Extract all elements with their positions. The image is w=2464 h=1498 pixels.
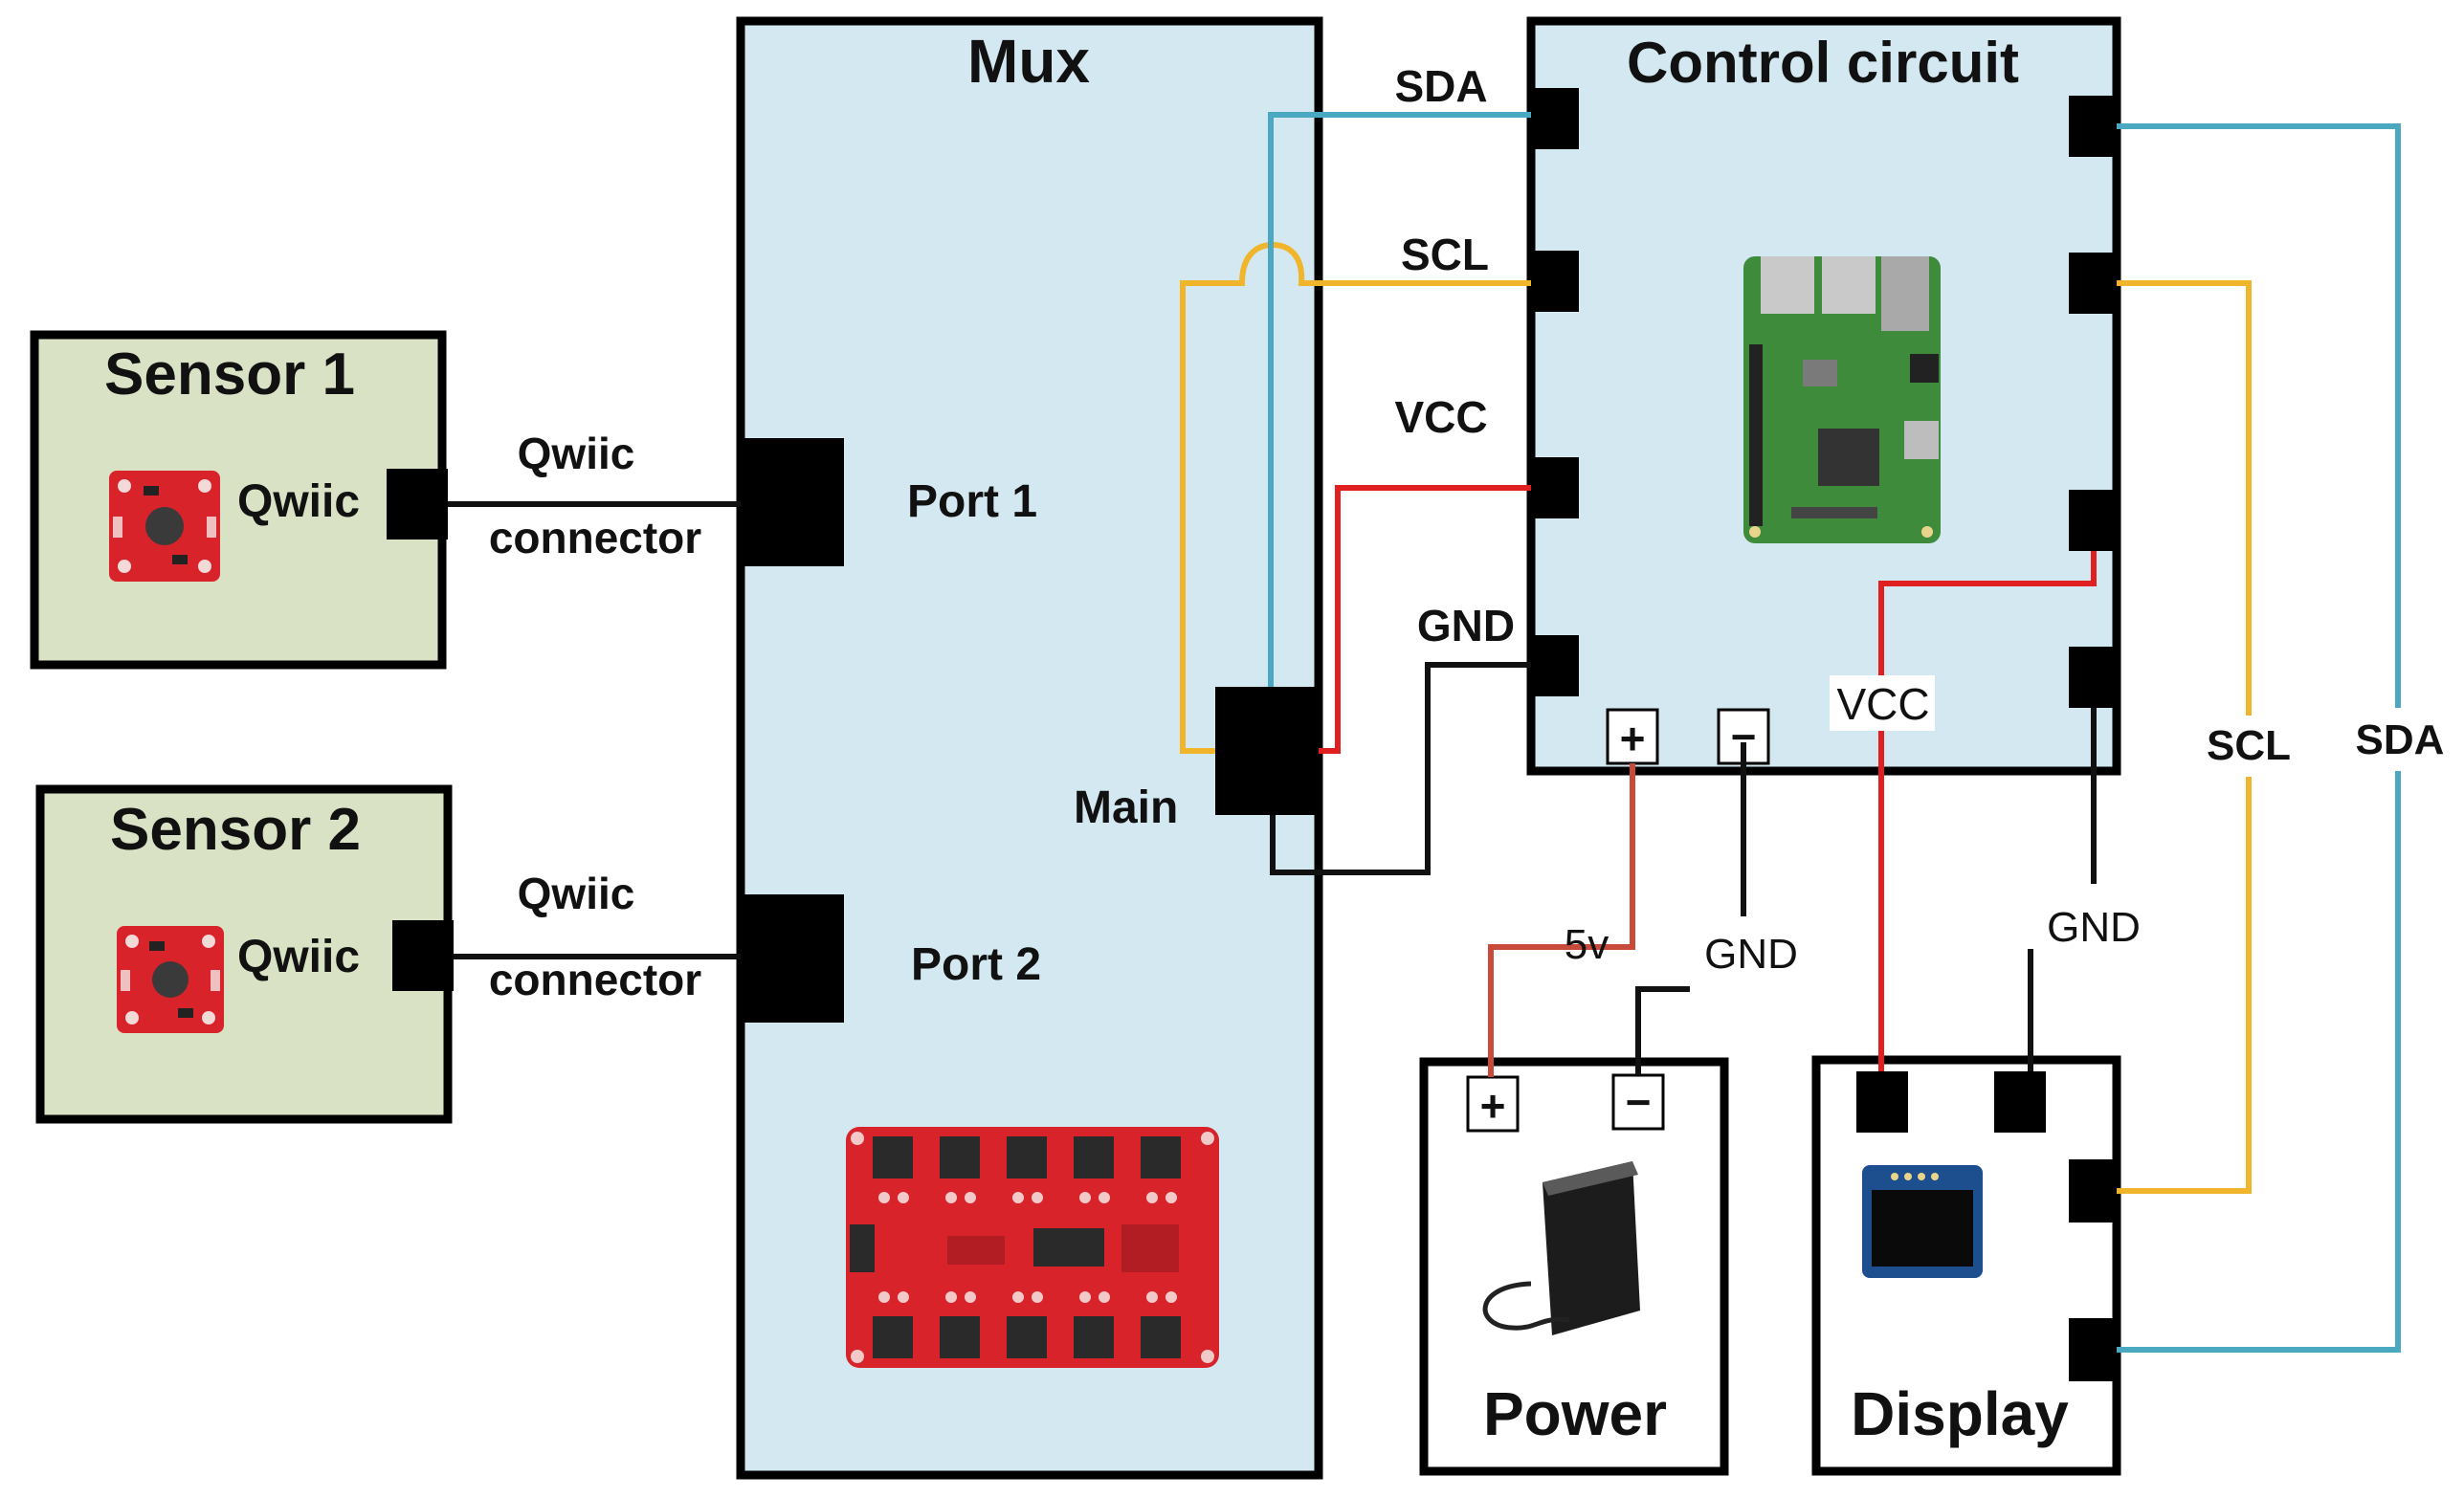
control-vcc-pin-left	[1531, 457, 1579, 518]
sensor-board-icon	[117, 926, 224, 1033]
sda-wire-mux-control	[1268, 112, 1531, 687]
display-title: Display	[1851, 1379, 2069, 1448]
qwiic-connector-2-line2: connector	[489, 955, 701, 1004]
display-scl-pin	[2069, 1159, 2117, 1223]
power-module: + − Power	[1419, 1057, 1729, 1476]
control-scl-pin-left	[1531, 251, 1579, 312]
sensor-1-title: Sensor 1	[104, 341, 355, 408]
sda-label-left: SDA	[1394, 61, 1487, 111]
control-sda-pin-left	[1531, 88, 1579, 149]
sensor-board-icon	[109, 471, 220, 582]
gnd-wire-mux-control	[1270, 662, 1531, 875]
5v-wire	[1488, 763, 1635, 1077]
mux-board-icon	[846, 1127, 1219, 1368]
sda-wire-right-upper	[2117, 123, 2401, 708]
vcc-wire-mux-control	[1319, 485, 1531, 754]
vcc-wire-control-display	[1878, 551, 2097, 1071]
power-plus-terminal	[1466, 1075, 1520, 1133]
5v-label: 5v	[1565, 921, 1609, 968]
oled-display-icon	[1862, 1165, 1983, 1278]
control-scl-pin-right	[2069, 253, 2117, 314]
sda-label-right: SDA	[2356, 716, 2445, 763]
control-circuit-title: Control circuit	[1627, 31, 2019, 95]
sensor-1-module: Sensor 1 Qwiic	[30, 330, 448, 670]
mux-port-2-connector	[741, 894, 844, 1023]
sensor-2-module: Sensor 2 Qwiic	[35, 784, 454, 1124]
scl-label-left: SCL	[1401, 230, 1489, 279]
vcc-label-bottom: VCC	[1836, 679, 1929, 729]
sensor-2-title: Sensor 2	[110, 797, 361, 863]
display-gnd-pin	[1994, 1071, 2046, 1133]
power-minus-terminal	[1611, 1073, 1665, 1131]
power-plus-symbol: +	[1480, 1081, 1506, 1131]
mux-port-1-label: Port 1	[907, 476, 1037, 527]
battery-pack-icon	[1482, 1161, 1640, 1335]
sensor-2-qwiic-label: Qwiic	[237, 932, 360, 982]
mux-main-label: Main	[1074, 782, 1178, 833]
sda-wire-right-lower	[2117, 771, 2401, 1353]
vcc-label-left: VCC	[1394, 392, 1487, 442]
raspberry-pi-board-icon	[1743, 256, 1941, 543]
sensor-2-qwiic-port	[392, 920, 454, 991]
display-vcc-pin	[1856, 1071, 1908, 1133]
sensor-1-qwiic-label: Qwiic	[237, 476, 360, 527]
control-plus-symbol: +	[1620, 714, 1646, 763]
control-gnd-pin-right	[2069, 647, 2117, 708]
display-module: Display	[1811, 1055, 2121, 1476]
gnd-label-left: GND	[1417, 601, 1515, 650]
qwiic-connector-2-line1: Qwiic	[518, 869, 635, 918]
mux-port-2-label: Port 2	[911, 939, 1041, 990]
mux-port-1-connector	[741, 438, 844, 566]
gnd-label-display: GND	[2047, 904, 2141, 951]
mux-main-connector	[1215, 687, 1319, 815]
qwiic-connector-1-line1: Qwiic	[518, 429, 635, 478]
control-circuit-module: Control circuit + −	[1526, 16, 2121, 776]
qwiic-connector-1-line2: connector	[489, 513, 701, 562]
display-sda-pin	[2069, 1318, 2117, 1381]
control-plus-terminal	[1606, 708, 1659, 765]
power-minus-symbol: −	[1626, 1077, 1652, 1127]
mux-title: Mux	[967, 27, 1090, 96]
control-gnd-pin-left	[1531, 635, 1579, 696]
scl-wire-right-upper	[2117, 280, 2252, 716]
sensor-2-box	[35, 784, 453, 1124]
sensor-1-qwiic-port	[387, 469, 448, 540]
gnd-wire-control-power-lower	[1635, 986, 1690, 1075]
scl-label-right: SCL	[2207, 722, 2291, 769]
control-vcc-pin-right	[2069, 490, 2117, 551]
control-sda-pin-right	[2069, 96, 2117, 157]
mux-module: Mux Port 1 Port 2 Main	[736, 16, 1323, 1480]
gnd-label-power: GND	[1704, 931, 1798, 978]
power-title: Power	[1483, 1379, 1667, 1448]
scl-wire-right-lower	[2117, 777, 2252, 1194]
vcc-label-backdrop	[1830, 675, 1935, 731]
sensor-1-box	[30, 330, 447, 670]
